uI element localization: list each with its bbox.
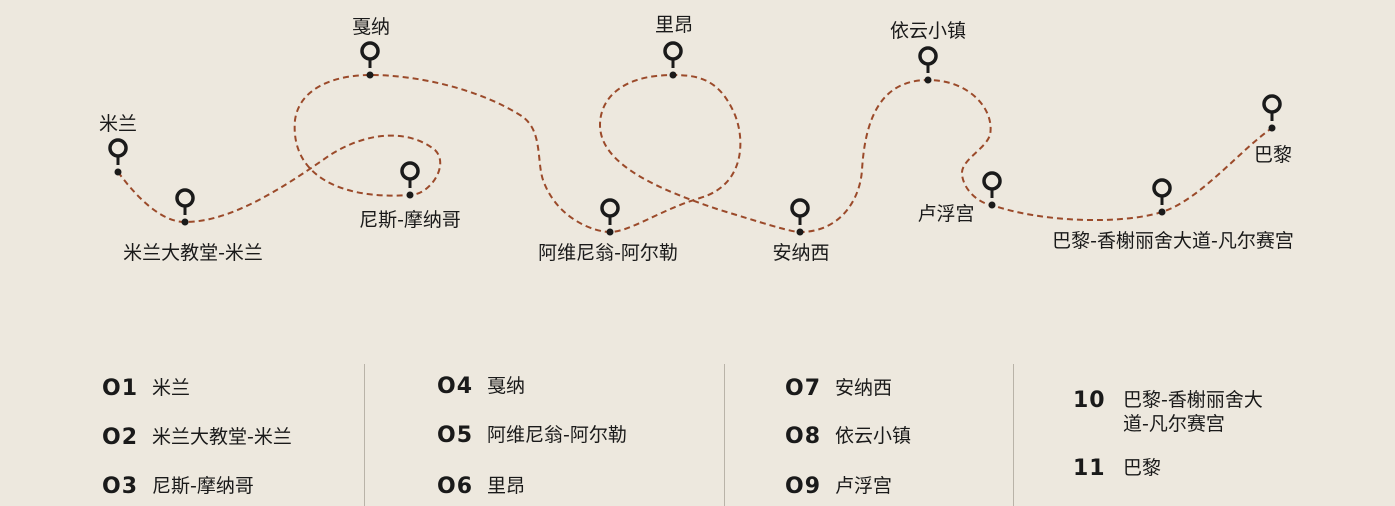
location-pin-icon xyxy=(400,161,420,199)
legend-number: O7 xyxy=(785,376,822,401)
legend-divider xyxy=(364,364,365,506)
location-pin-icon xyxy=(1152,178,1172,216)
stop-label: 安纳西 xyxy=(772,242,829,264)
legend-name: 巴黎-香榭丽舍大道-凡尔赛宫 xyxy=(1123,389,1263,435)
stop-label: 米兰大教堂-米兰 xyxy=(123,242,263,264)
legend-name: 依云小镇 xyxy=(835,425,912,447)
legend-number: O4 xyxy=(437,374,474,399)
route-map: 米兰米兰大教堂-米兰尼斯-摩纳哥戛纳阿维尼翁-阿尔勒里昂安纳西依云小镇卢浮宫巴黎… xyxy=(99,14,1294,264)
legend-number: O1 xyxy=(102,376,139,401)
legend-name: 米兰大教堂-米兰 xyxy=(152,426,292,448)
stop-label: 阿维尼翁-阿尔勒 xyxy=(538,242,678,264)
stop-label: 巴黎-香榭丽舍大道-凡尔赛宫 xyxy=(1052,230,1294,252)
legend-divider xyxy=(1013,364,1014,506)
location-pin-icon xyxy=(790,198,810,236)
stop-label: 里昂 xyxy=(655,14,693,36)
legend-number: O3 xyxy=(102,474,139,499)
legend-number: O2 xyxy=(102,425,139,450)
legend-number: 11 xyxy=(1073,456,1106,481)
location-pin-icon xyxy=(663,41,683,79)
legend-number: O6 xyxy=(437,474,474,499)
legend-number: O8 xyxy=(785,424,822,449)
stop-label: 巴黎 xyxy=(1254,144,1292,166)
stop-label: 依云小镇 xyxy=(890,20,966,42)
legend-name: 戛纳 xyxy=(487,375,526,397)
stop-label: 卢浮宫 xyxy=(917,203,974,225)
legend-number: O9 xyxy=(785,474,822,499)
stop-label: 尼斯-摩纳哥 xyxy=(359,209,461,231)
stop-label: 米兰 xyxy=(99,113,137,135)
location-pin-icon xyxy=(1262,94,1282,132)
location-pin-icon xyxy=(108,138,128,176)
legend-name: 里昂 xyxy=(487,475,526,497)
legend-name: 安纳西 xyxy=(835,377,893,399)
legend-name: 卢浮宫 xyxy=(835,475,893,497)
legend-name: 米兰 xyxy=(152,377,191,399)
route-path xyxy=(117,73,1273,234)
legend-name: 尼斯-摩纳哥 xyxy=(152,475,254,497)
legend-name: 阿维尼翁-阿尔勒 xyxy=(487,424,627,446)
legend-divider xyxy=(724,364,725,506)
stop-legend: O1 米兰 O2 米兰大教堂-米兰 O3 尼斯-摩纳哥 O4 戛纳 O5 阿维尼… xyxy=(0,362,1395,506)
legend-number: O5 xyxy=(437,423,474,448)
legend-name: 巴黎 xyxy=(1123,457,1162,479)
location-pin-icon xyxy=(175,188,195,226)
location-pin-icon xyxy=(360,41,380,79)
location-pin-icon xyxy=(600,198,620,236)
location-pin-icon xyxy=(918,46,938,84)
stop-label: 戛纳 xyxy=(352,16,390,38)
legend-number: 10 xyxy=(1073,388,1106,413)
location-pin-icon xyxy=(982,171,1002,209)
